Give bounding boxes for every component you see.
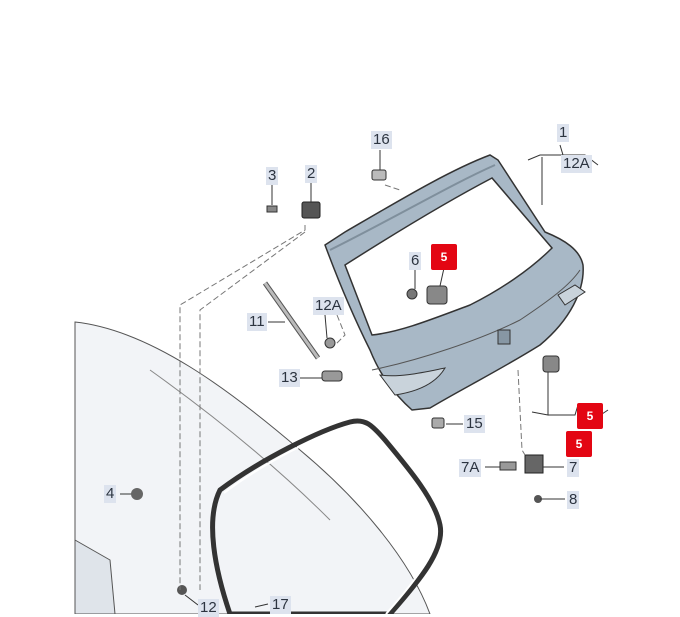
tail-light — [378, 367, 446, 396]
handle-recess — [497, 329, 511, 345]
label-8[interactable]: 8 — [567, 491, 580, 509]
part-12 — [177, 585, 187, 595]
tail-light-right — [557, 284, 586, 306]
label-2[interactable]: 2 — [305, 165, 318, 183]
label-5-highlighted-lower[interactable]: 5 — [566, 431, 592, 457]
label-12[interactable]: 12 — [198, 599, 219, 617]
part-6 — [406, 288, 418, 300]
part-5-latch — [426, 285, 448, 305]
label-1[interactable]: 1 — [557, 124, 570, 142]
label-16[interactable]: 16 — [371, 131, 392, 149]
label-12a-mid[interactable]: 12A — [313, 297, 344, 315]
part-15 — [431, 417, 445, 429]
dashed-leaders — [179, 184, 526, 590]
part-8 — [534, 495, 542, 503]
label-6[interactable]: 6 — [409, 252, 422, 270]
label-12a-top[interactable]: 12A — [561, 155, 592, 173]
part-16 — [371, 169, 387, 181]
tailgate-seal — [210, 418, 444, 614]
part-5-switch — [542, 355, 560, 373]
label-4[interactable]: 4 — [104, 485, 117, 503]
part-2 — [301, 201, 321, 219]
part-12A — [324, 337, 336, 349]
part-3 — [266, 205, 278, 213]
label-15[interactable]: 15 — [464, 415, 485, 433]
part-13 — [321, 370, 343, 382]
label-5-highlighted-latch[interactable]: 5 — [431, 244, 457, 270]
part-7A — [499, 461, 517, 471]
label-11[interactable]: 11 — [247, 313, 267, 331]
label-7a[interactable]: 7A — [459, 459, 482, 477]
car-body-line — [149, 369, 331, 521]
label-5-highlighted-switch[interactable]: 5 — [577, 403, 603, 429]
label-17[interactable]: 17 — [270, 596, 291, 614]
label-3[interactable]: 3 — [266, 167, 279, 185]
part-7 — [524, 454, 544, 474]
car-rear-window — [74, 539, 116, 614]
label-7[interactable]: 7 — [567, 459, 580, 477]
label-13[interactable]: 13 — [279, 369, 300, 387]
part-4 — [131, 488, 143, 500]
